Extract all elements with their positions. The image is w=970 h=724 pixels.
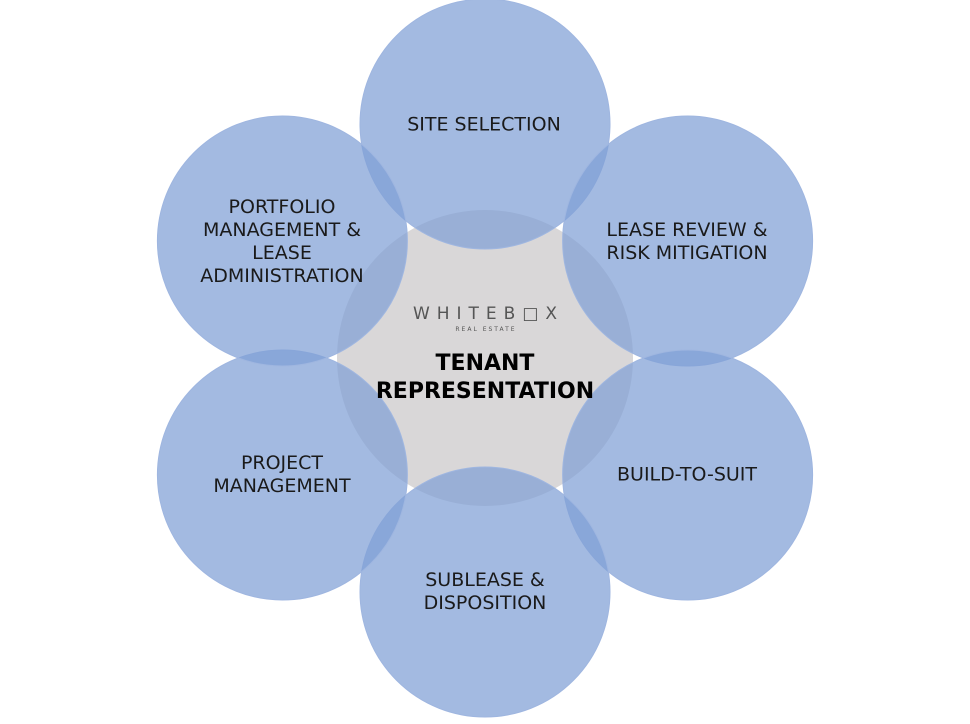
petal-label-build-to-suit: BUILD-TO-SUIT bbox=[617, 464, 757, 487]
petal-label-line: BUILD-TO-SUIT bbox=[617, 463, 757, 486]
petal-label-site-selection: SITE SELECTION bbox=[407, 114, 561, 137]
petal-label-line: LEASE REVIEW & bbox=[606, 219, 768, 241]
center-circle bbox=[337, 210, 633, 506]
petal-label-line: RISK MITIGATION bbox=[606, 242, 768, 264]
petal-label-line: MANAGEMENT bbox=[213, 475, 351, 497]
petal-label-line: SITE SELECTION bbox=[407, 113, 561, 136]
petal-circles bbox=[156, 0, 814, 718]
petal-label-line: SUBLEASE & bbox=[425, 569, 545, 591]
brand-wordmark: WHITEB□X bbox=[412, 304, 565, 324]
petal-circle-sublease bbox=[359, 466, 611, 718]
petal-circle-build-to-suit bbox=[562, 349, 814, 601]
petal-label-line: ADMINISTRATION bbox=[200, 265, 364, 287]
center-title-line: REPRESENTATION bbox=[375, 379, 595, 404]
brand-subtitle: REAL ESTATE bbox=[455, 326, 517, 333]
center-title-line: TENANT bbox=[435, 351, 535, 376]
petal-circle-portfolio bbox=[156, 115, 408, 367]
brand-logo: WHITEB□X REAL ESTATE bbox=[406, 304, 564, 336]
petal-label-line: MANAGEMENT & bbox=[202, 219, 362, 241]
petal-label-line: LEASE bbox=[252, 242, 312, 264]
petal-label-line: PORTFOLIO bbox=[228, 196, 336, 218]
petal-label-line: PROJECT bbox=[240, 452, 324, 474]
petal-circle-site-selection bbox=[359, 0, 611, 250]
petal-label-sublease: SUBLEASE & DISPOSITION bbox=[424, 569, 547, 615]
petal-label-lease-review: LEASE REVIEW & RISK MITIGATION bbox=[606, 219, 767, 265]
center-title: TENANT REPRESENTATION bbox=[376, 350, 594, 406]
petal-label-portfolio: PORTFOLIO MANAGEMENT & LEASE ADMINISTRAT… bbox=[200, 196, 363, 288]
petal-label-project-management: PROJECT MANAGEMENT bbox=[213, 452, 350, 498]
petal-label-line: DISPOSITION bbox=[423, 592, 547, 614]
